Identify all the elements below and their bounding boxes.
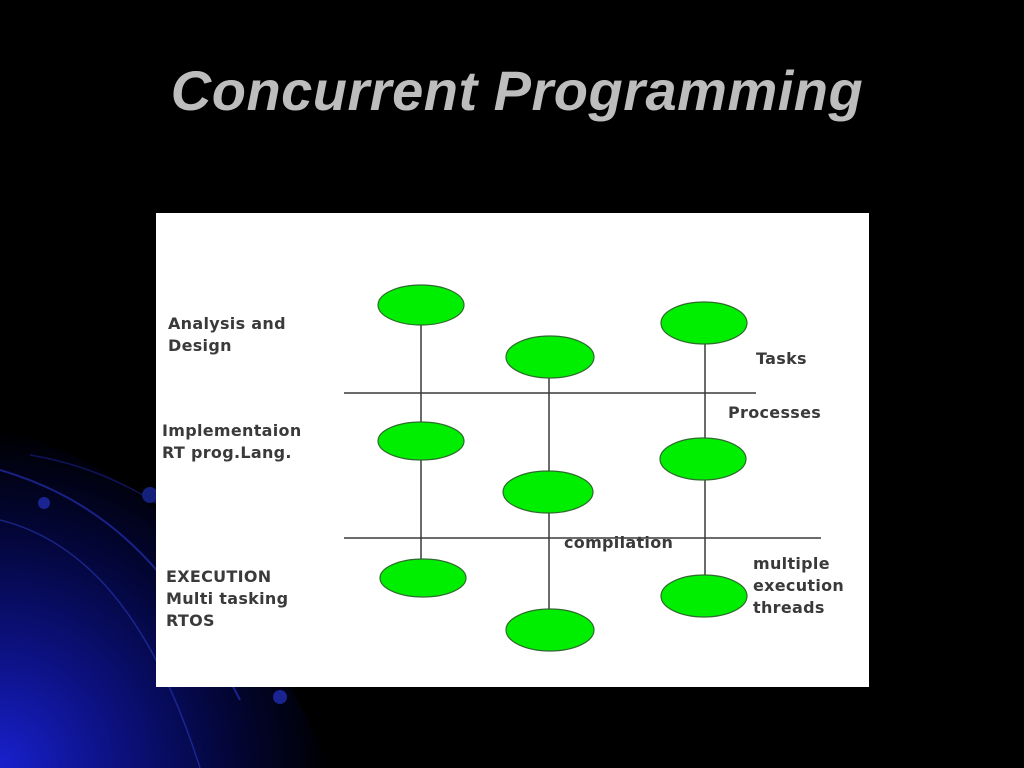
node-process-3 [659, 437, 747, 481]
diagram-graphic [344, 284, 821, 652]
label-analysis-line-2: Design [168, 336, 232, 355]
node-thread-3 [660, 574, 748, 618]
label-tasks: Tasks [756, 349, 807, 368]
label-execution-line-1: EXECUTION [166, 567, 272, 586]
label-threads-line-3: threads [753, 598, 825, 617]
label-implementation: Implementaion RT prog.Lang. [162, 420, 302, 464]
diagram-panel: Analysis and Design Implementaion RT pro… [156, 213, 869, 687]
label-implementation-line-2: RT prog.Lang. [162, 443, 292, 462]
node-thread-2 [505, 608, 595, 652]
node-process-2 [502, 470, 594, 514]
slide-title: Concurrent Programming [170, 59, 864, 122]
label-execution-line-2: Multi tasking [166, 589, 289, 608]
node-thread-1 [379, 558, 467, 598]
label-threads-line-1: multiple [753, 554, 830, 573]
label-implementation-line-1: Implementaion [162, 421, 302, 440]
label-execution: EXECUTION Multi tasking RTOS [166, 566, 288, 632]
node-task-2 [505, 335, 595, 379]
label-threads: multiple execution threads [753, 553, 844, 619]
node-process-1 [377, 421, 465, 461]
label-threads-line-2: execution [753, 576, 845, 595]
label-compilation: compilation [564, 533, 674, 552]
label-analysis-design: Analysis and Design [168, 313, 286, 357]
label-processes: Processes [728, 403, 822, 422]
label-analysis-line-1: Analysis and [168, 314, 286, 333]
node-task-3 [660, 301, 748, 345]
label-execution-line-3: RTOS [166, 611, 215, 630]
node-task-1 [377, 284, 465, 326]
